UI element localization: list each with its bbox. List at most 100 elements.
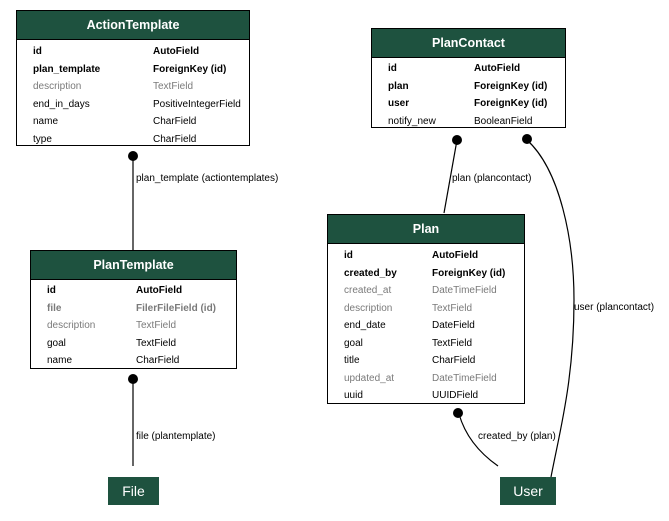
field-name: user	[388, 98, 410, 109]
field-type: AutoField	[153, 46, 200, 57]
field-row: name CharField	[47, 352, 236, 370]
field-row: name CharField	[33, 113, 249, 131]
field-row: id AutoField	[344, 247, 524, 265]
field-type: CharField	[136, 355, 180, 366]
field-row: updated_at DateTimeField	[344, 370, 524, 388]
edge-label-plan-created-by: created_by (plan)	[478, 431, 556, 442]
field-type: CharField	[153, 133, 197, 145]
field-name: end_date	[344, 320, 386, 331]
field-name: title	[344, 355, 360, 366]
field-name: goal	[344, 337, 363, 349]
field-row: plan ForeignKey (id)	[388, 78, 565, 96]
field-type: AutoField	[136, 285, 183, 296]
edge-label-actiontemplates: plan_template (actiontemplates)	[136, 173, 279, 184]
field-row: user ForeignKey (id)	[388, 95, 565, 113]
field-row: title CharField	[344, 352, 524, 370]
field-row: uuid UUIDField	[344, 387, 524, 405]
field-row: created_by ForeignKey (id)	[344, 265, 524, 283]
field-type: DateTimeField	[432, 372, 497, 384]
model-title: PlanContact	[372, 29, 565, 58]
external-model-user: User	[500, 477, 556, 505]
field-type: TextField	[432, 337, 473, 349]
field-row: end_in_days PositiveIntegerField	[33, 96, 249, 114]
edge-plancontact-user	[526, 139, 575, 478]
field-row: description TextField	[47, 317, 236, 335]
field-name: id	[47, 285, 56, 296]
field-type: TextField	[136, 320, 177, 331]
edge-label-plancontact-plan: plan (plancontact)	[452, 173, 532, 184]
model-title: PlanTemplate	[31, 251, 236, 280]
field-row: type CharField	[33, 131, 249, 149]
model-action-template: ActionTemplate id AutoField plan_template F…	[16, 10, 250, 146]
field-name: created_at	[344, 285, 392, 296]
field-type: PositiveIntegerField	[153, 98, 241, 110]
field-row: end_date DateField	[344, 317, 524, 335]
field-row: id AutoField	[33, 43, 249, 61]
field-type: ForeignKey (id)	[432, 267, 506, 279]
field-name: uuid	[344, 390, 363, 401]
field-type: TextField	[432, 302, 473, 314]
field-row: file FilerFileField (id)	[47, 300, 236, 318]
edge-plancontact-plan-dot	[452, 135, 462, 145]
edge-label-plancontact-user: user (plancontact)	[574, 302, 655, 313]
edge-plancontact-user-dot	[522, 134, 532, 144]
field-name: id	[33, 46, 42, 57]
field-type: ForeignKey (id)	[474, 80, 548, 92]
field-type: CharField	[153, 116, 197, 127]
model-plan-template: PlanTemplate id AutoField file FilerFileFie…	[30, 250, 237, 369]
field-type: BooleanField	[474, 115, 533, 127]
field-row: notify_new BooleanField	[388, 113, 565, 131]
field-name: created_by	[344, 267, 397, 279]
field-row: id AutoField	[388, 60, 565, 78]
field-name: id	[344, 250, 353, 261]
model-title: Plan	[328, 215, 524, 244]
field-name: file	[47, 302, 62, 314]
field-type: FilerFileField (id)	[136, 302, 217, 314]
field-row: description TextField	[33, 78, 249, 96]
field-type: CharField	[432, 355, 476, 366]
field-name: id	[388, 63, 397, 74]
field-type: AutoField	[474, 63, 521, 74]
edge-plancontact-plan	[443, 139, 458, 214]
edge-plan-created-by-dot	[453, 408, 463, 418]
field-name: updated_at	[344, 372, 395, 384]
field-row: created_at DateTimeField	[344, 282, 524, 300]
model-fields: id AutoField file FilerFileField (id) descri…	[31, 280, 236, 370]
field-name: name	[47, 355, 73, 366]
field-name: description	[47, 320, 96, 331]
field-type: AutoField	[432, 250, 479, 261]
edge-label-plantemplate-file: file (plantemplate)	[136, 431, 216, 442]
edge-plantemplate-file-dot	[128, 374, 138, 384]
field-type: DateTimeField	[432, 285, 497, 296]
field-type: UUIDField	[432, 390, 479, 401]
field-name: plan_template	[33, 63, 101, 75]
field-name: plan	[388, 80, 409, 92]
field-type: DateField	[432, 320, 475, 331]
field-name: description	[33, 81, 82, 92]
field-type: TextField	[153, 81, 194, 92]
model-fields: id AutoField plan_template ForeignKey (id) d…	[17, 40, 249, 148]
field-row: goal TextField	[47, 335, 236, 353]
field-row: goal TextField	[344, 335, 524, 353]
edge-plan-created-by	[458, 413, 499, 467]
field-type: ForeignKey (id)	[474, 98, 548, 109]
model-plan: Plan id AutoField created_by ForeignKey (id…	[327, 214, 525, 404]
external-model-file: File	[108, 477, 159, 505]
field-name: notify_new	[388, 115, 436, 127]
field-name: type	[33, 133, 52, 145]
field-row: plan_template ForeignKey (id)	[33, 61, 249, 79]
field-name: description	[344, 302, 393, 314]
model-title: ActionTemplate	[17, 11, 249, 40]
field-type: TextField	[136, 337, 177, 349]
field-name: goal	[47, 337, 66, 349]
field-name: end_in_days	[33, 98, 90, 110]
field-row: id AutoField	[47, 282, 236, 300]
field-name: name	[33, 116, 59, 127]
field-row: description TextField	[344, 300, 524, 318]
field-type: ForeignKey (id)	[153, 63, 227, 75]
